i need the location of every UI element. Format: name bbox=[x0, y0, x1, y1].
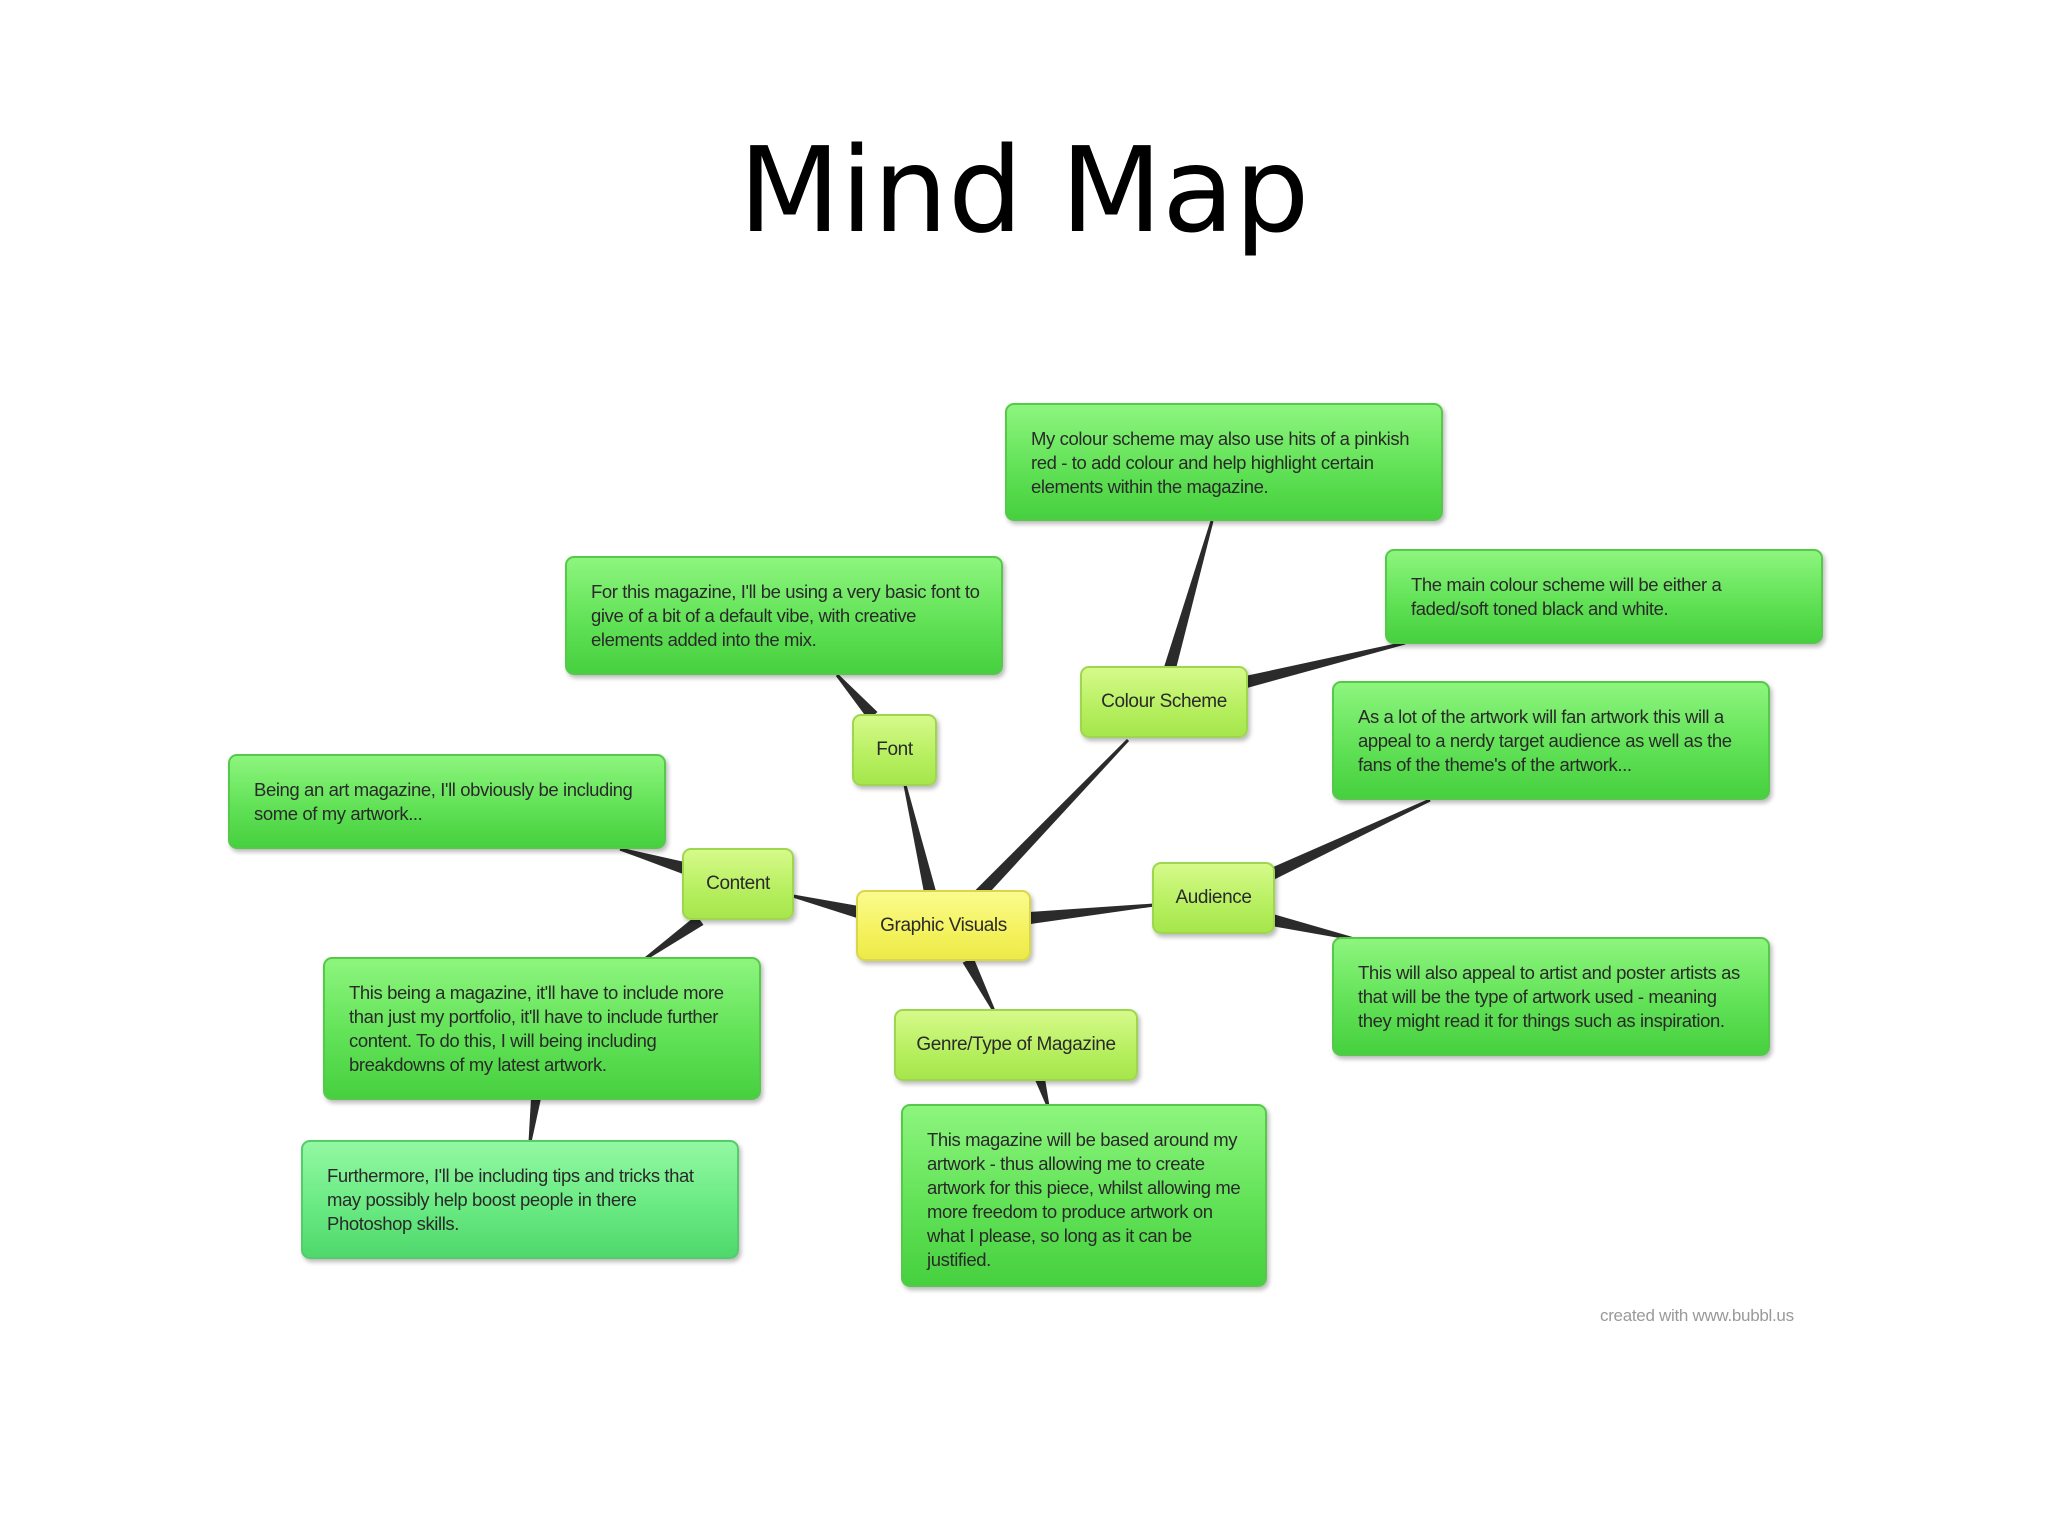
note-text: My colour scheme may also use hits of a … bbox=[1031, 428, 1410, 497]
topic-label-audience: Audience bbox=[1175, 887, 1252, 908]
connector-line bbox=[1029, 903, 1155, 924]
connector-line bbox=[903, 784, 936, 894]
note-text: This being a magazine, it'll have to inc… bbox=[349, 982, 724, 1075]
topic-label-font: Font bbox=[876, 739, 913, 760]
topic-node-genre[interactable]: Genre/Type of Magazine bbox=[894, 1009, 1138, 1081]
topic-node-content[interactable]: Content bbox=[682, 848, 794, 920]
central-node-graphic-visuals[interactable]: Graphic Visuals bbox=[856, 890, 1031, 961]
note-colour-main[interactable]: The main colour scheme will be either a … bbox=[1385, 549, 1823, 644]
connector-line bbox=[1270, 914, 1355, 941]
connector-line bbox=[1244, 641, 1406, 688]
page-title: Mind Map bbox=[738, 121, 1310, 259]
connector-line bbox=[962, 957, 996, 1012]
note-text: For this magazine, I'll be using a very … bbox=[591, 581, 980, 650]
note-audience-fan[interactable]: As a lot of the artwork will fan artwork… bbox=[1332, 681, 1770, 800]
note-content-tips[interactable]: Furthermore, I'll be including tips and … bbox=[301, 1140, 739, 1259]
note-text: Furthermore, I'll be including tips and … bbox=[327, 1165, 694, 1234]
note-text: As a lot of the artwork will fan artwork… bbox=[1358, 706, 1732, 775]
connector-line bbox=[975, 738, 1130, 899]
central-node-label: Graphic Visuals bbox=[880, 914, 1007, 936]
note-content-art[interactable]: Being an art magazine, I'll obviously be… bbox=[228, 754, 666, 849]
connector-line bbox=[619, 847, 686, 874]
connector-line bbox=[1269, 798, 1431, 880]
note-text: The main colour scheme will be either a … bbox=[1411, 574, 1722, 619]
note-text: This magazine will be based around my ar… bbox=[927, 1129, 1241, 1270]
note-content-more[interactable]: This being a magazine, it'll have to inc… bbox=[323, 957, 761, 1100]
connector-line bbox=[835, 674, 878, 720]
connector-line bbox=[644, 915, 704, 961]
note-audience-artists[interactable]: This will also appeal to artist and post… bbox=[1332, 937, 1770, 1056]
topic-node-colour-scheme[interactable]: Colour Scheme bbox=[1080, 666, 1248, 738]
topic-label-content: Content bbox=[706, 873, 770, 894]
connector-line bbox=[528, 1097, 541, 1143]
connector-line bbox=[1164, 520, 1214, 670]
note-font[interactable]: For this magazine, I'll be using a very … bbox=[565, 556, 1003, 675]
note-text: Being an art magazine, I'll obviously be… bbox=[254, 779, 633, 824]
topic-node-font[interactable]: Font bbox=[852, 714, 937, 786]
note-genre-based[interactable]: This magazine will be based around my ar… bbox=[901, 1104, 1267, 1287]
connector-line bbox=[792, 894, 860, 918]
topic-label-genre: Genre/Type of Magazine bbox=[916, 1034, 1116, 1055]
topic-label-colour-scheme: Colour Scheme bbox=[1101, 691, 1227, 712]
note-colour-pinkish[interactable]: My colour scheme may also use hits of a … bbox=[1005, 403, 1443, 521]
connector-line bbox=[1035, 1077, 1050, 1107]
credit-watermark: created with www.bubbl.us bbox=[1600, 1306, 1794, 1325]
note-text: This will also appeal to artist and post… bbox=[1358, 962, 1740, 1031]
topic-node-audience[interactable]: Audience bbox=[1152, 862, 1275, 934]
